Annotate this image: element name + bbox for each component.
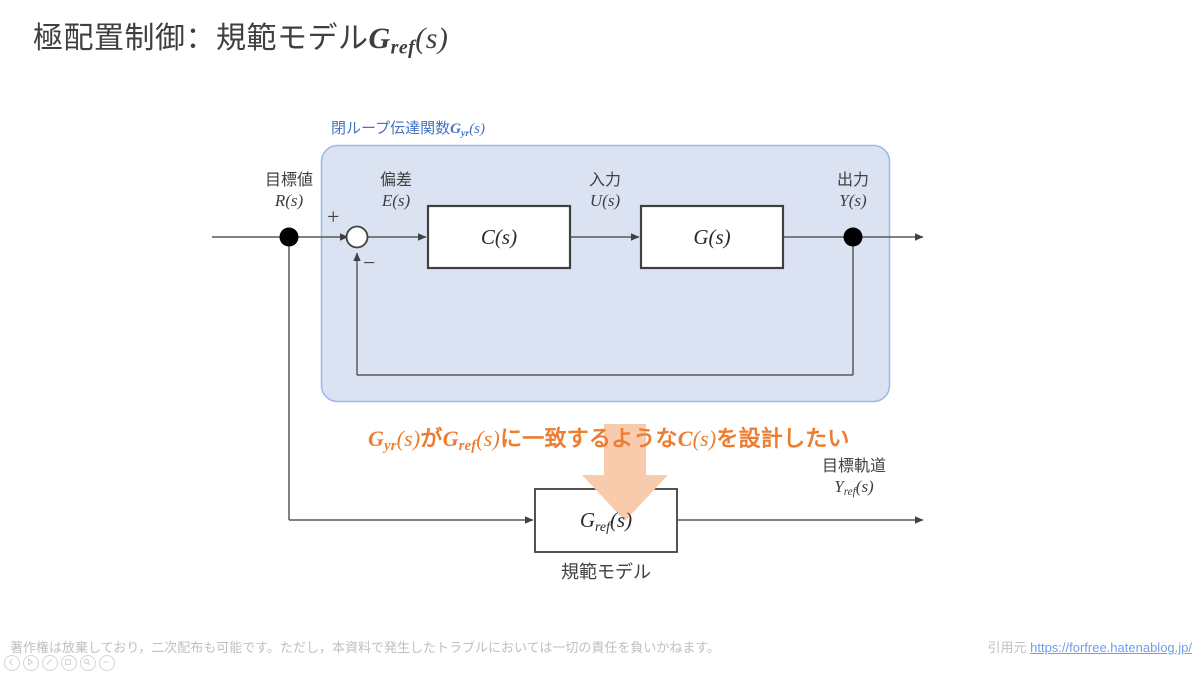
pen-icon[interactable] — [42, 655, 58, 671]
target-trajectory-arg: (s) — [855, 476, 874, 496]
footer-disclaimer: 著作権は放棄しており，二次配布も可能です。ただし，本資料で発生したトラブルにおい… — [10, 640, 721, 655]
signal-label-reference-jp: 目標値 — [264, 172, 313, 189]
signal-label-output: 出力 Y(s) — [813, 172, 893, 211]
closed-loop-label: 閉ループ伝達関数Gyr(s) — [331, 117, 485, 139]
callout-gyr-base: G — [368, 426, 385, 451]
footer-citation-link[interactable]: https://forfree.hatenablog.jp/ — [1030, 640, 1192, 655]
callout-c-arg: (s) — [692, 426, 717, 451]
callout-gyr-arg: (s) — [396, 426, 421, 451]
page-title-math-sub: ref — [390, 36, 416, 59]
design-goal-callout: Gyr(s)がGref(s)に一致するようなC(s)を設計したい — [368, 421, 850, 455]
block-label-reference-model: Gref(s) — [535, 508, 677, 535]
block-label-controller: C(s) — [428, 225, 570, 250]
signal-label-reference-math: R(s) — [274, 190, 304, 210]
target-trajectory-base: Y — [834, 476, 844, 496]
signal-label-target-trajectory-jp: 目標軌道 — [821, 458, 886, 475]
block-label-controller-text: C(s) — [480, 225, 518, 249]
signal-label-target-trajectory: 目標軌道 Yref(s) — [795, 458, 913, 499]
callout-gref-arg: (s) — [476, 426, 501, 451]
block-reference-model — [534, 488, 678, 553]
page-title-math-base: G — [368, 22, 391, 55]
footer-citation: 引用元 https://forfree.hatenablog.jp/ — [987, 637, 1192, 656]
reference-model-caption: 規範モデル — [561, 562, 651, 582]
block-label-refmodel-base: G — [579, 508, 596, 532]
footer-icon-bar — [4, 655, 115, 671]
target-trajectory-sub: ref — [843, 486, 856, 499]
callout-gyr-sub: yr — [384, 438, 397, 455]
signal-label-input-jp: 入力 — [588, 172, 621, 189]
signal-label-input-math: U(s) — [589, 190, 621, 210]
junction-dot-output — [843, 227, 863, 247]
page-title-math-arg: (s) — [415, 22, 449, 55]
more-icon[interactable] — [99, 655, 115, 671]
signal-label-target-trajectory-math: Yref(s) — [795, 477, 913, 499]
signal-label-error: 偏差 E(s) — [356, 172, 436, 211]
signal-label-output-math: Y(s) — [839, 190, 867, 210]
closed-loop-label-sub: yr — [460, 127, 470, 139]
block-label-plant: G(s) — [641, 225, 783, 250]
callout-gref-sub: ref — [458, 438, 477, 455]
summing-minus-sign: − — [363, 250, 376, 275]
summing-plus-sign: + — [327, 204, 340, 229]
closed-loop-label-base: G — [450, 121, 461, 137]
callout-c-base: C — [677, 426, 693, 451]
signal-label-output-jp: 出力 — [836, 172, 869, 189]
block-plant — [639, 204, 785, 270]
note-icon[interactable] — [61, 655, 77, 671]
signal-label-error-jp: 偏差 — [379, 172, 412, 189]
closed-loop-label-prefix: 閉ループ伝達関数 — [331, 120, 451, 137]
junction-dot-reference — [279, 227, 299, 247]
closed-loop-label-arg: (s) — [469, 121, 486, 137]
block-label-refmodel-arg: (s) — [609, 508, 633, 532]
callout-ga: が — [420, 426, 443, 451]
footer-citation-label: 引用元 — [987, 640, 1027, 655]
summing-junction — [345, 225, 369, 249]
signal-label-input: 入力 U(s) — [565, 172, 645, 211]
orange-down-arrow — [582, 424, 668, 521]
callout-gref-base: G — [442, 426, 459, 451]
prev-icon[interactable] — [4, 655, 20, 671]
page-title-text: 極配置制御：規範モデル — [33, 22, 369, 55]
signal-label-error-math: E(s) — [381, 190, 411, 210]
signal-label-reference: 目標値 R(s) — [249, 172, 329, 211]
block-label-refmodel-sub: ref — [595, 518, 610, 534]
callout-match: に一致するような — [500, 426, 678, 451]
block-controller — [426, 204, 572, 270]
block-label-plant-text: G(s) — [693, 225, 731, 249]
callout-design: を設計したい — [716, 426, 850, 451]
page-title: 極配置制御：規範モデルGref(s) — [33, 20, 448, 60]
zoom-icon[interactable] — [80, 655, 96, 671]
play-icon[interactable] — [23, 655, 39, 671]
